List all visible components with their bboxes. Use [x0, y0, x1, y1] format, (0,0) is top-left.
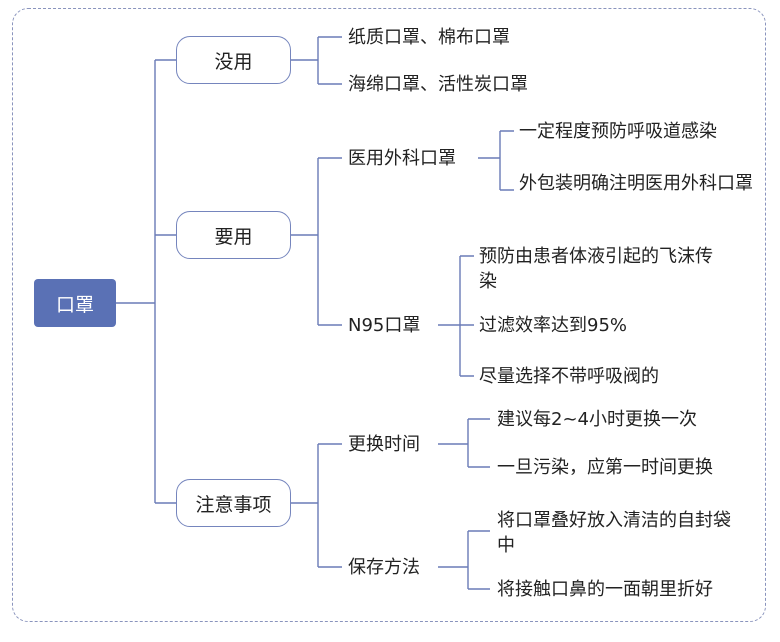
item-replace-time: 更换时间 — [348, 434, 420, 455]
item-n95-mask: N95口罩 — [348, 315, 421, 336]
note-storage-0: 将口罩叠好放入清洁的自封袋中 — [497, 510, 731, 556]
connector-cat-1 — [291, 157, 342, 326]
item-storage-method: 保存方法 — [348, 557, 420, 578]
note-n95-2: 尽量选择不带呼吸阀的 — [479, 366, 659, 387]
connector-item-2-0 — [438, 418, 490, 468]
note-surgical-1: 外包装明确注明医用外科口罩 — [519, 173, 753, 194]
note-n95-0: 预防由患者体液引起的飞沫传染 — [479, 246, 713, 292]
item-surgical-mask: 医用外科口罩 — [348, 148, 456, 169]
connector-item-1-0 — [478, 130, 514, 191]
item-sponge-carbon-mask: 海绵口罩、活性炭口罩 — [348, 74, 528, 95]
note-n95-1: 过滤效率达到95% — [479, 315, 628, 336]
category-precautions: 注意事项 — [176, 479, 291, 527]
note-surgical-0: 一定程度预防呼吸道感染 — [519, 121, 717, 142]
diagram-frame — [12, 8, 766, 622]
category-useless: 没用 — [176, 36, 291, 84]
category-needed: 要用 — [176, 211, 291, 259]
connector-item-1-1 — [438, 255, 474, 377]
connector-item-2-1 — [438, 530, 490, 590]
connector-root — [116, 59, 176, 504]
item-paper-cotton-mask: 纸质口罩、棉布口罩 — [348, 27, 510, 48]
note-replace-1: 一旦污染，应第一时间更换 — [497, 457, 713, 478]
note-replace-0: 建议每2~4小时更换一次 — [497, 409, 697, 430]
root-node: 口罩 — [34, 279, 116, 327]
connector-cat-2 — [291, 443, 342, 568]
connector-cat-0 — [291, 36, 342, 85]
note-storage-1: 将接触口鼻的一面朝里折好 — [497, 579, 713, 600]
